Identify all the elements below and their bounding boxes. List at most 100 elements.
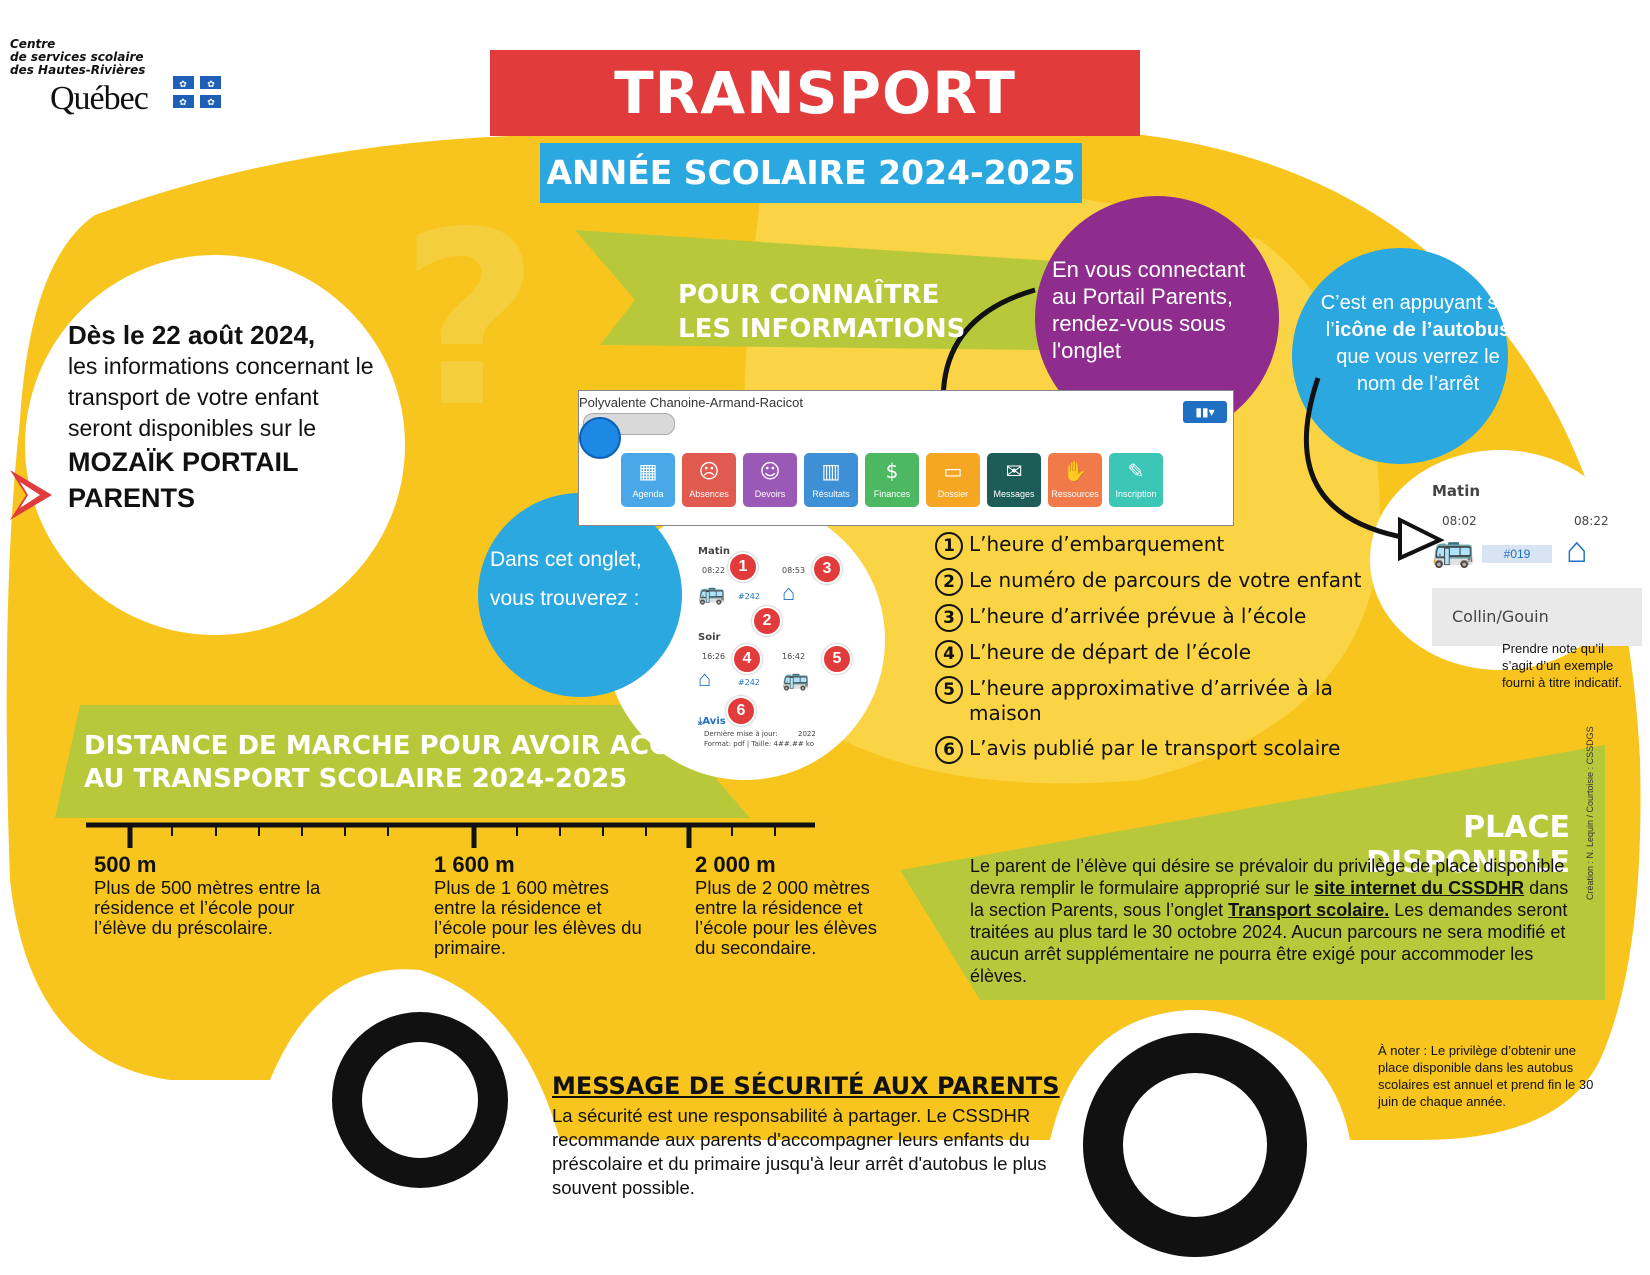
marker-1: 1 — [728, 552, 758, 582]
tile-messages[interactable]: ✉Messages — [987, 453, 1041, 507]
folder-icon: ▭ — [943, 459, 963, 483]
tile-ressources[interactable]: ✋ Ressources — [1048, 453, 1102, 507]
list-number: 3 — [935, 604, 963, 632]
safety-text: La sécurité est une responsabilité à par… — [552, 1105, 1047, 1198]
svg-text:✿: ✿ — [207, 79, 215, 89]
tile-label: Dossier — [937, 489, 969, 499]
preview-format: Format: pdf | Taille: 4##.## ko — [704, 740, 814, 748]
place-text: Le parent de l’élève qui désire se préva… — [970, 855, 1570, 987]
absence-icon: ☹ — [698, 459, 720, 483]
distance-mark-500: 500 m Plus de 500 mètres entre la réside… — [94, 852, 334, 938]
right-bubble-bold: icône de l’autobus — [1334, 319, 1511, 341]
list-text: L’heure de départ de l’école — [969, 640, 1252, 664]
tile-label: Résultats — [812, 489, 850, 499]
distance-label: 500 m — [94, 852, 157, 877]
place-text-b: dans la section Parents, sous l’onglet — [970, 878, 1569, 920]
example-title: Matin — [1432, 482, 1481, 500]
svg-text:✿: ✿ — [179, 79, 187, 89]
place-banner-shape — [900, 745, 1605, 1000]
bus-icon[interactable]: 🚌 — [782, 666, 810, 691]
tile-label: Ressources — [1051, 489, 1099, 499]
schedule-preview: Matin 08:22 08:53 🚌 #242 ⌂ Soir 16:26 16… — [690, 520, 852, 750]
marker-4: 4 — [732, 644, 762, 674]
tile-dossier[interactable]: ▭ Dossier — [926, 453, 980, 507]
org-line-1: Centre — [10, 37, 56, 51]
list-text: Le numéro de parcours de votre enfant — [969, 568, 1362, 592]
page-title: TRANSPORT SCOLAIRE — [490, 50, 1140, 213]
quebec-wordmark: Québec — [50, 80, 149, 117]
distance-title-line-2: AU TRANSPORT SCOLAIRE 2024-2025 — [84, 764, 628, 794]
preview-time-2: 08:53 — [782, 566, 806, 575]
right-bubble-part-1: C’est en appuyant sur l’ — [1320, 292, 1516, 341]
marker-3: 3 — [812, 554, 842, 584]
tile-devoirs[interactable]: ☺Devoirs — [743, 453, 797, 507]
hand-icon: ✋ — [1062, 459, 1088, 483]
preview-year: 2022 — [798, 730, 816, 738]
distance-desc: Plus de 500 mètres entre la résidence et… — [94, 877, 321, 938]
right-bubble-part-2: que vous verrez le nom de l’arrêt — [1336, 346, 1500, 395]
marker-6: 6 — [726, 696, 756, 726]
tile-inscription[interactable]: ✎Inscription — [1109, 453, 1163, 507]
info-banner-shape — [575, 230, 1070, 350]
org-line-3: des Hautes-Rivières — [10, 63, 146, 77]
bus-icon[interactable]: 🚌 — [1432, 531, 1475, 569]
calendar-icon: ▦ — [638, 459, 658, 483]
tile-resultats[interactable]: ▥ Résultats — [804, 453, 858, 507]
homework-icon: ☺ — [759, 459, 781, 483]
distance-title-line-1: DISTANCE DE MARCHE POUR AVOIR ACCÈS — [84, 731, 705, 761]
org-line-2: de services scolaire — [10, 50, 144, 64]
portal-toggle-knob[interactable] — [579, 417, 621, 459]
preview-matin: Matin — [698, 546, 731, 557]
marker-5: 5 — [822, 644, 852, 674]
example-time-1: 08:02 — [1442, 514, 1477, 528]
preview-avis-link[interactable]: ⤓Avis — [698, 716, 726, 727]
school-icon: ⌂ — [1566, 529, 1588, 570]
tile-label: Finances — [873, 489, 911, 499]
org-name: Centre de services scolaire des Hautes-R… — [10, 38, 145, 77]
info-banner: POUR CONNAÎTRE LES INFORMATIONS — [678, 278, 965, 346]
preview-route-2: #242 — [738, 678, 760, 687]
marker-2: 2 — [752, 606, 782, 636]
purple-bubble-text: En vous connectant au Portail Parents, r… — [1052, 257, 1246, 363]
list-text: L’heure d’arrivée prévue à l’école — [969, 604, 1307, 628]
portal-menu-button[interactable]: ▮▮▾ — [1183, 401, 1227, 423]
tile-label: Inscription — [1115, 489, 1157, 499]
example-route: #019 — [1482, 545, 1552, 563]
info-banner-line-2: LES INFORMATIONS — [678, 314, 966, 344]
website-link[interactable]: site internet du CSSDHR — [1314, 878, 1525, 898]
distance-label: 1 600 m — [434, 852, 515, 877]
distance-banner-shape — [55, 705, 750, 818]
bus-icon[interactable]: 🚌 — [698, 580, 726, 605]
svg-text:✿: ✿ — [179, 97, 187, 107]
preview-soir: Soir — [698, 632, 721, 643]
distance-label: 2 000 m — [695, 852, 776, 877]
preview-time-3: 16:26 — [702, 652, 726, 661]
distance-mark-1600: 1 600 m Plus de 1 600 mètres entre la ré… — [434, 852, 654, 958]
list-number: 5 — [935, 676, 963, 704]
place-note: À noter : Le privilège d’obtenir une pla… — [1378, 1043, 1594, 1109]
tile-agenda[interactable]: ▦Agenda — [621, 453, 675, 507]
intro-portal-name: MOZAÏK PORTAIL PARENTS — [68, 447, 298, 513]
list-number: 6 — [935, 736, 963, 764]
distance-title: DISTANCE DE MARCHE POUR AVOIR ACCÈS AU T… — [84, 730, 724, 796]
list-number: 4 — [935, 640, 963, 668]
portal-screenshot: Polyvalente Chanoine-Armand-Racicot ▮▮▾ … — [578, 390, 1234, 526]
place-title: PLACE DISPONIBLE — [1366, 810, 1570, 880]
place-text-a: Le parent de l’élève qui désire se préva… — [970, 856, 1565, 898]
page-subtitle: ANNÉE SCOLAIRE 2024-2025 — [540, 143, 1082, 203]
tile-label: Messages — [993, 489, 1035, 499]
school-icon: ⌂ — [698, 666, 712, 691]
example-stop-name: Collin/Gouin — [1432, 588, 1642, 646]
tile-finances[interactable]: $Finances — [865, 453, 919, 507]
transport-tab-link[interactable]: Transport scolaire. — [1228, 900, 1390, 920]
bar-chart-icon: ▥ — [821, 459, 841, 483]
distance-mark-2000: 2 000 m Plus de 2 000 mètres entre la ré… — [695, 852, 895, 958]
list-text: L’avis publié par le transport scolaire — [969, 736, 1341, 760]
credit-text: Création : N. Lequin / Courtoisie : CSSD… — [1585, 726, 1595, 900]
intro-body: les informations concernant le transport… — [68, 353, 374, 441]
tile-absences[interactable]: ☹Absences — [682, 453, 736, 507]
example-note: Prendre note qu’il s’agit d’un exemple f… — [1502, 641, 1622, 690]
list-text: L’heure approximative d’arrivée à la mai… — [969, 676, 1333, 725]
distance-desc: Plus de 2 000 mètres entre la résidence … — [695, 877, 878, 958]
portal-school-name: Polyvalente Chanoine-Armand-Racicot — [579, 395, 804, 410]
